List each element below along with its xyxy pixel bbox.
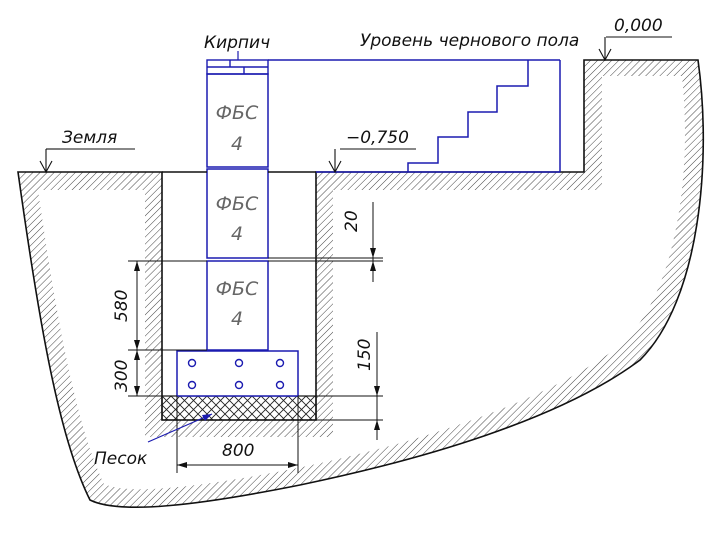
- ground-label: Земля: [62, 128, 117, 148]
- brick-label: Кирпич: [204, 33, 270, 53]
- footing-slab: [176, 350, 299, 397]
- block-3-num: 4: [231, 308, 243, 330]
- block-1-num: 4: [231, 133, 243, 155]
- subfloor-label: Уровень чернового пола: [360, 31, 579, 51]
- subfloor-structure: [268, 59, 561, 173]
- dim-580: 580: [112, 290, 132, 322]
- sand-label: Песок: [94, 449, 148, 469]
- block-3-name: ФБС: [216, 278, 259, 300]
- rebar-circles: [187, 358, 285, 390]
- dim-150: 150: [355, 339, 375, 371]
- level-markers: [39, 36, 672, 174]
- dim-800: 800: [222, 441, 254, 461]
- zero-level-label: 0,000: [614, 16, 663, 36]
- dim-20: 20: [342, 210, 362, 232]
- sand-layer: [161, 395, 317, 421]
- sand-leader: [147, 413, 213, 443]
- block-2-name: ФБС: [216, 193, 259, 215]
- level-minus-label: −0,750: [346, 128, 409, 148]
- block-2-num: 4: [231, 223, 243, 245]
- soil-hatch: [18, 60, 704, 508]
- dimension-arrows: [134, 248, 380, 468]
- block-1-name: ФБС: [216, 102, 259, 124]
- soil-outline: [17, 59, 705, 509]
- brick-courses: [206, 59, 269, 75]
- dim-300: 300: [112, 360, 132, 392]
